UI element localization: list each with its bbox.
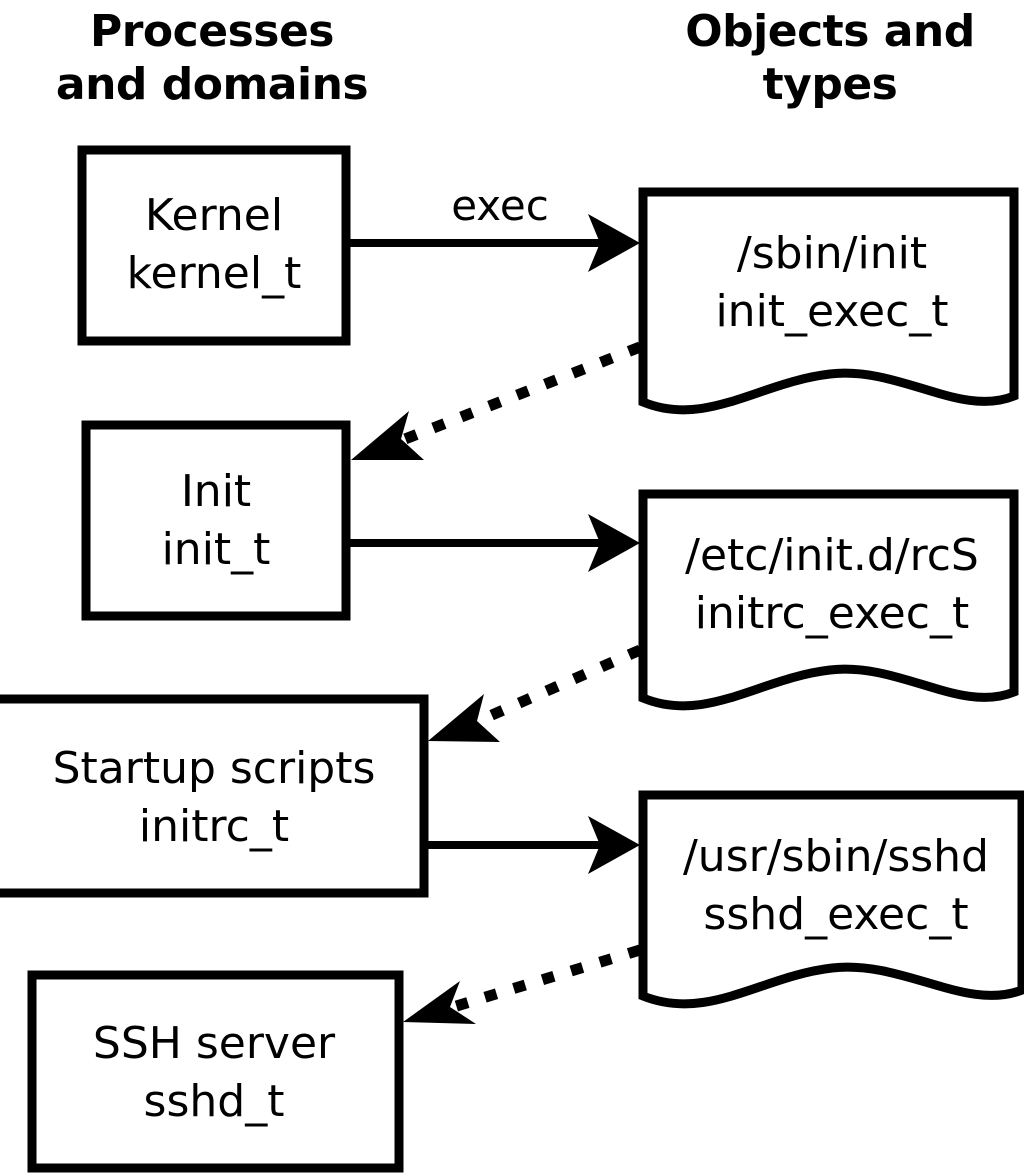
node-sshd-exec-line2: sshd_exec_t [703,889,968,940]
node-kernel-line1: Kernel [145,190,283,241]
edge-initrcexec-to-initrc [428,644,643,742]
heading-processes-line2: and domains [56,59,368,110]
column-heading-objects: Objects and types [685,6,975,110]
node-initrc[interactable]: Startup scripts initrc_t [0,694,429,898]
edge-line-sshdexec-sshd [448,944,642,1014]
node-sshd-exec-doc[interactable] [638,790,1024,1009]
heading-processes-line1: Processes [90,6,334,57]
arrowhead-sshdexec-sshd [403,981,476,1024]
node-init[interactable]: Init init_t [81,420,351,621]
node-init-line2: init_t [162,524,271,575]
column-heading-processes: Processes and domains [56,6,369,110]
node-init-exec-line1: /sbin/init [737,228,927,279]
edge-line-initexec-init [397,341,643,447]
node-init-exec-line2: init_exec_t [715,286,948,337]
node-sshd[interactable]: SSH server sshd_t [27,970,404,1173]
node-sshd-exec-line1: /usr/sbin/sshd [683,831,989,882]
arrowhead-rcs-initrc [428,694,500,742]
arrowhead-init-rcs [588,514,640,572]
edge-line-rcs-initrc [473,644,643,728]
node-initrc-exec[interactable]: /etc/init.d/rcS initrc_exec_t [638,489,1019,711]
node-initrc-exec-line2: initrc_exec_t [695,588,969,639]
node-init-exec[interactable]: /sbin/init init_exec_t [638,187,1019,415]
node-initrc-line1: Startup scripts [53,743,376,794]
heading-objects-line1: Objects and [685,6,974,57]
node-init-box[interactable] [81,420,351,621]
node-sshd-box[interactable] [27,970,404,1173]
node-kernel[interactable]: Kernel kernel_t [77,145,351,346]
node-initrc-box[interactable] [0,694,429,898]
arrowhead-initexec-init [351,411,424,460]
edge-label-exec: exec [451,181,549,230]
edge-init-exec-rcs [350,514,640,572]
arrowhead-initrc-sshd [588,816,640,874]
node-initrc-line2: initrc_t [139,801,289,852]
node-kernel-line2: kernel_t [127,248,302,299]
node-init-exec-doc[interactable] [638,187,1019,415]
node-init-line1: Init [181,466,251,517]
node-initrc-exec-line1: /etc/init.d/rcS [685,530,979,581]
node-kernel-box[interactable] [77,145,351,346]
edge-initrc-exec-sshd [428,816,640,874]
edge-kernel-exec-init: exec [350,181,640,272]
edge-initexec-to-init [351,341,643,460]
node-sshd-exec[interactable]: /usr/sbin/sshd sshd_exec_t [638,790,1024,1009]
edge-sshdexec-to-sshd [403,944,642,1024]
arrowhead-kernel-exec [588,214,640,272]
node-initrc-exec-doc[interactable] [638,489,1019,711]
heading-objects-line2: types [763,59,898,110]
node-sshd-line1: SSH server [93,1018,336,1069]
node-sshd-line2: sshd_t [144,1076,285,1127]
